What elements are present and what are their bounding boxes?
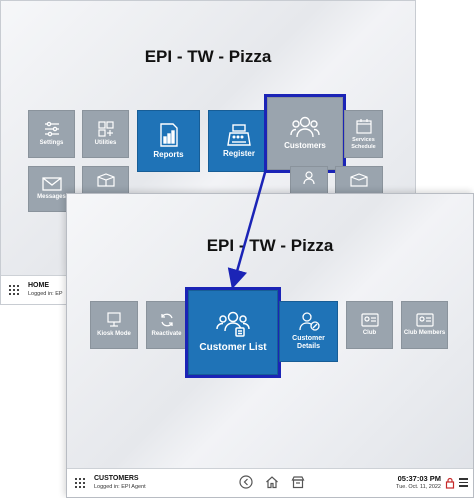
users-icon: [303, 171, 315, 185]
tile-label: Reports: [153, 149, 184, 159]
apps-grid-icon[interactable]: [9, 285, 19, 295]
tile-customer-details[interactable]: Customer Details: [279, 301, 338, 362]
menu-icon[interactable]: [459, 478, 468, 487]
user-details-icon: [298, 312, 320, 331]
tile-kiosk-mode[interactable]: Kiosk Mode: [90, 301, 138, 349]
tile-inventory[interactable]: [82, 166, 129, 194]
logged-in-user: Logged in: EPI Agent: [94, 484, 146, 490]
tile-label: Utilities: [94, 140, 117, 147]
box-icon: [350, 173, 368, 187]
calendar-icon: [355, 119, 372, 134]
tile-label: Messages: [37, 194, 66, 201]
tile-reports[interactable]: Reports: [137, 110, 200, 172]
store-icon[interactable]: [291, 475, 305, 489]
sliders-icon: [44, 121, 59, 137]
tile-label: Register: [222, 148, 255, 158]
tile-club[interactable]: Club: [346, 301, 393, 349]
kiosk-monitor-icon: [107, 312, 121, 327]
users-icon: [216, 312, 250, 337]
id-card-icon: [415, 313, 434, 327]
clock-date: Tue. Oct. 11, 2022: [396, 484, 441, 490]
grid-plus-icon: [97, 121, 114, 137]
lock-icon[interactable]: [445, 477, 455, 489]
users-icon: [290, 117, 320, 138]
envelope-icon: [41, 177, 62, 191]
customers-bottom-bar: CUSTOMERS Logged in: EPI Agent 05:37:03 …: [67, 468, 473, 497]
tile-customers[interactable]: Customers: [264, 94, 346, 173]
apps-grid-icon[interactable]: [75, 478, 85, 488]
screen-name: CUSTOMERS: [94, 475, 139, 482]
page-title: EPI - TW - Pizza: [206, 236, 334, 255]
tile-customer-list[interactable]: Customer List: [185, 287, 281, 378]
clock-time: 05:37:03 PM: [397, 474, 441, 483]
tile-services-schedule[interactable]: Services Schedule: [344, 110, 383, 158]
page-title: EPI - TW - Pizza: [144, 47, 272, 66]
screen-name: HOME: [28, 282, 49, 289]
tile-label: Customer List: [199, 342, 267, 354]
tile-label: Kiosk Mode: [97, 331, 131, 338]
cash-register-icon: [227, 124, 251, 146]
report-chart-icon: [159, 123, 178, 147]
box-icon: [96, 173, 115, 187]
customers-screen: EPI - TW - Pizza Kiosk Mode Reactivate C…: [66, 193, 474, 498]
tile-label: Customers: [284, 141, 326, 151]
tile-package[interactable]: [335, 166, 383, 194]
back-icon[interactable]: [239, 475, 253, 489]
tile-utilities[interactable]: Utilities: [82, 110, 129, 158]
tile-label: Services Schedule: [351, 137, 376, 150]
tile-label: Reactivate: [151, 331, 182, 338]
tile-reactivate[interactable]: Reactivate: [146, 301, 187, 349]
tile-label: Settings: [39, 140, 64, 147]
tile-label: Customer Details: [292, 334, 325, 350]
home-icon[interactable]: [265, 475, 279, 489]
logged-in-user: Logged in: EP: [28, 291, 63, 297]
tile-label: Club: [362, 330, 377, 337]
tile-settings[interactable]: Settings: [28, 110, 75, 158]
id-card-icon: [360, 313, 379, 327]
tile-club-members[interactable]: Club Members: [401, 301, 448, 349]
tile-label: Club Members: [403, 330, 446, 337]
refresh-icon: [160, 313, 173, 327]
tile-group[interactable]: [290, 166, 328, 194]
tile-register[interactable]: Register: [208, 110, 270, 172]
